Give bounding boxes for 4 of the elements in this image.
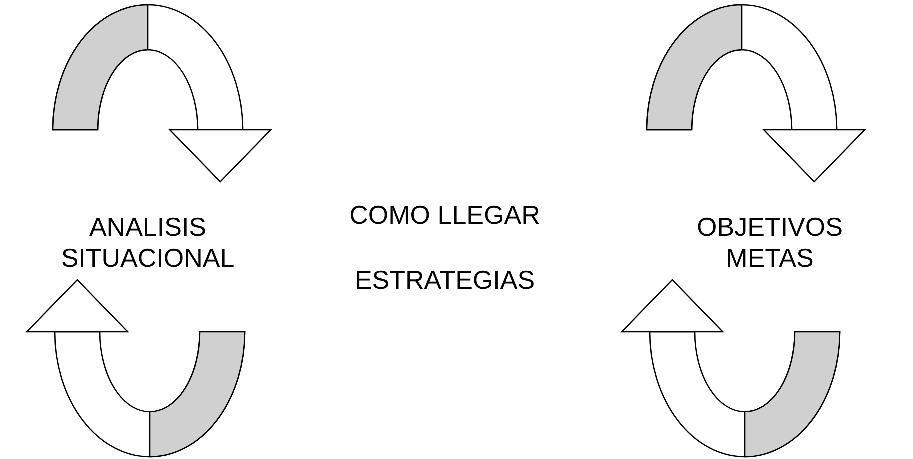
label-text: OBJETIVOS METAS: [696, 212, 844, 274]
label-text: ANALISIS SITUACIONAL: [60, 212, 236, 274]
label-text: ESTRATEGIAS: [354, 265, 536, 296]
label-text: COMO LLEGAR: [348, 200, 542, 231]
